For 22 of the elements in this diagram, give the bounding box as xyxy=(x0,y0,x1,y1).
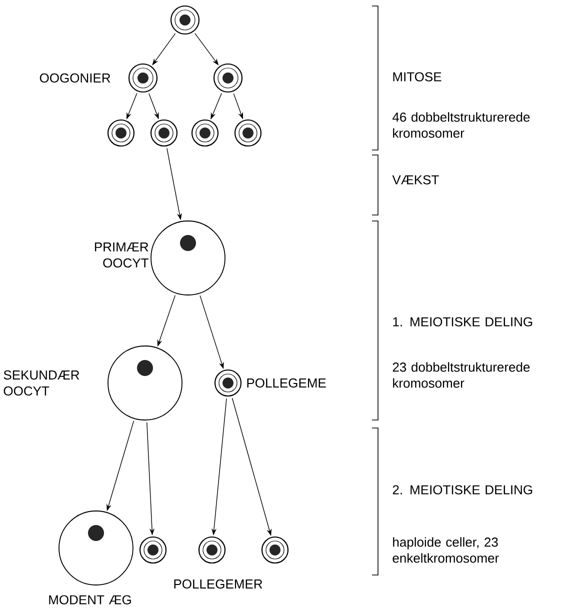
stage-label: 23 dobbeltstrukturerede kromosomer xyxy=(392,362,530,388)
cell-label: POLLEGEMER xyxy=(174,579,262,589)
cell-label: SEKUNDÆR OOCYT xyxy=(4,370,80,396)
stage-label: 46 dobbeltstrukturerede kromosomer xyxy=(392,112,530,138)
cell xyxy=(261,536,289,564)
cell xyxy=(213,63,243,93)
stage-label: 1. MEIOTISKE DELING xyxy=(393,317,532,326)
cell-label: OOGONIER xyxy=(40,73,110,83)
cell xyxy=(139,536,167,564)
stage-label: 2. MEIOTISKE DELING xyxy=(392,485,532,494)
cell-label: MODENT ÆG xyxy=(49,595,131,604)
stage-label: MITOSE xyxy=(393,72,442,82)
cell-label: POLLEGEME xyxy=(247,378,326,388)
cell xyxy=(170,5,200,35)
stage-label: haploide celler, 23 enkeltkromosomer xyxy=(392,537,499,563)
stage-label: VÆKST xyxy=(392,175,439,184)
cell xyxy=(107,119,135,147)
cell xyxy=(234,119,262,147)
cell xyxy=(191,119,219,147)
cell-label: PRIMÆR OOCYT xyxy=(94,242,148,268)
cell xyxy=(198,536,226,564)
cell xyxy=(150,119,178,147)
